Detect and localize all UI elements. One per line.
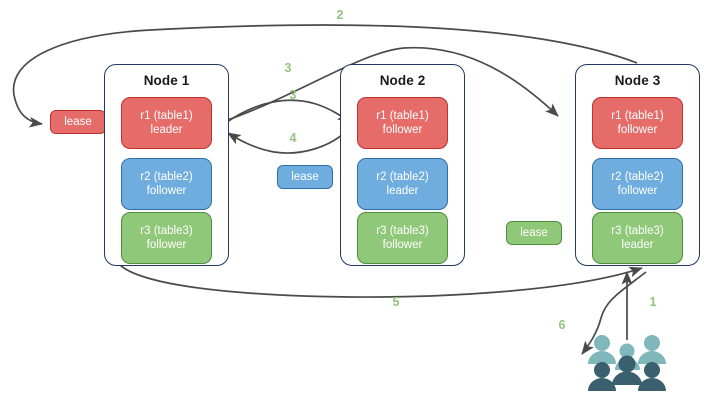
replica-role: follower bbox=[617, 185, 658, 197]
step-label-4: 4 bbox=[289, 131, 297, 145]
replica-name: r2 (table2) bbox=[611, 171, 664, 183]
lease-badge-table1[interactable]: lease bbox=[50, 110, 106, 134]
lease-badge-table3[interactable]: lease bbox=[506, 221, 562, 245]
step-label-6: 6 bbox=[558, 318, 566, 332]
lease-label: lease bbox=[291, 171, 319, 183]
replica-role: follower bbox=[146, 185, 187, 197]
replica-name: r2 (table2) bbox=[376, 171, 429, 183]
replica-node2-r2[interactable]: r2 (table2) leader bbox=[357, 158, 448, 210]
replica-name: r1 (table1) bbox=[140, 110, 193, 122]
node-title: Node 3 bbox=[614, 73, 661, 88]
lease-label: lease bbox=[520, 227, 548, 239]
replica-role: leader bbox=[150, 124, 183, 136]
step-label-2: 2 bbox=[336, 8, 344, 22]
replica-node1-r2[interactable]: r2 (table2) follower bbox=[121, 158, 212, 210]
replica-node2-r3[interactable]: r3 (table3) follower bbox=[357, 212, 448, 264]
replica-name: r3 (table3) bbox=[611, 225, 664, 237]
lease-badge-table2[interactable]: lease bbox=[277, 165, 333, 189]
replica-node3-r1[interactable]: r1 (table1) follower bbox=[592, 97, 683, 149]
replica-node3-r2[interactable]: r2 (table2) follower bbox=[592, 158, 683, 210]
arrow-step-3-to-node2 bbox=[223, 99, 351, 125]
replica-node2-r1[interactable]: r1 (table1) follower bbox=[357, 97, 448, 149]
replica-role: leader bbox=[386, 185, 419, 197]
replica-name: r2 (table2) bbox=[140, 171, 193, 183]
replica-role: follower bbox=[382, 239, 423, 251]
step-label-3-b: 3 bbox=[289, 88, 297, 102]
replica-role: follower bbox=[382, 124, 423, 136]
node-container-3[interactable]: Node 3 r1 (table1) follower r2 (table2) … bbox=[575, 64, 700, 266]
step-label-3-a: 3 bbox=[284, 61, 292, 75]
replica-name: r1 (table1) bbox=[376, 110, 429, 122]
node-title: Node 2 bbox=[379, 73, 426, 88]
replica-node1-r1[interactable]: r1 (table1) leader bbox=[121, 97, 212, 149]
node-container-2[interactable]: Node 2 r1 (table1) follower r2 (table2) … bbox=[340, 64, 465, 266]
replica-role: follower bbox=[617, 124, 658, 136]
replica-name: r1 (table1) bbox=[611, 110, 664, 122]
node-title: Node 1 bbox=[143, 73, 190, 88]
replica-role: leader bbox=[621, 239, 654, 251]
replica-node1-r3[interactable]: r3 (table3) follower bbox=[121, 212, 212, 264]
users-group-icon bbox=[588, 335, 666, 391]
replica-node3-r3[interactable]: r3 (table3) leader bbox=[592, 212, 683, 264]
replica-name: r3 (table3) bbox=[140, 225, 193, 237]
replica-name: r3 (table3) bbox=[376, 225, 429, 237]
node-container-1[interactable]: Node 1 r1 (table1) leader r2 (table2) fo… bbox=[104, 64, 229, 266]
replica-role: follower bbox=[146, 239, 187, 251]
step-label-1: 1 bbox=[649, 295, 657, 309]
arrow-step-5 bbox=[119, 264, 643, 298]
lease-label: lease bbox=[64, 116, 92, 128]
step-label-5: 5 bbox=[392, 295, 400, 309]
